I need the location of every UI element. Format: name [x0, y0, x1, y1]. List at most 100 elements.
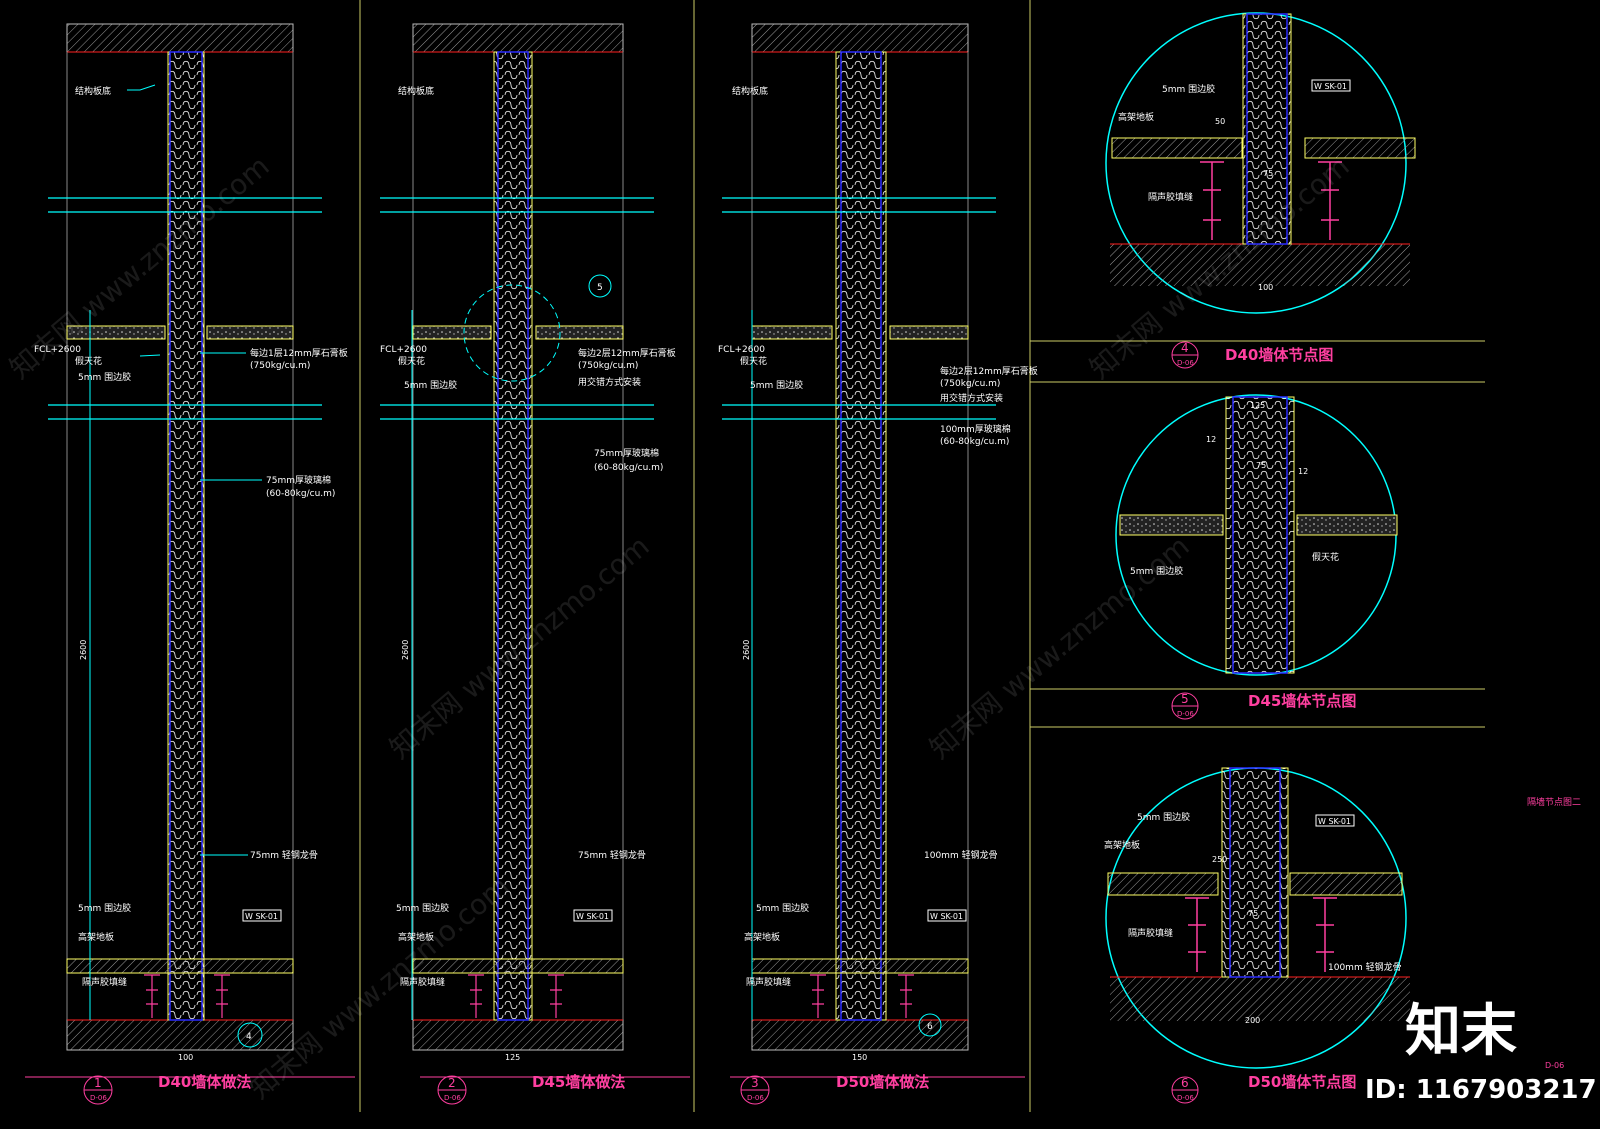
tag: W SK-01	[245, 912, 278, 921]
svg-text:隔声胶填缝: 隔声胶填缝	[400, 976, 445, 988]
svg-text:1: 1	[94, 1076, 102, 1090]
svg-text:D50墙体节点图: D50墙体节点图	[1248, 1073, 1356, 1091]
svg-text:100mm 轻钢龙骨: 100mm 轻钢龙骨	[1328, 961, 1402, 973]
section-panel-d45: 2600 125 5 结构板底 FCL+2600 假天花 5mm 围边胶 每边2…	[380, 23, 690, 1105]
svg-text:FCL+2600: FCL+2600	[380, 345, 427, 355]
label-wool: 75mm厚玻璃棉	[266, 474, 331, 486]
svg-text:W SK-01: W SK-01	[576, 912, 609, 921]
svg-text:D40墙体节点图: D40墙体节点图	[1225, 346, 1333, 364]
svg-text:D-06: D-06	[90, 1094, 107, 1102]
svg-text:2600: 2600	[401, 640, 410, 660]
detail-d45: 125 12 75 12 5mm 围边胶 假天花 5 D-06 D45墙体节点图	[1115, 394, 1398, 720]
svg-text:6: 6	[927, 1022, 933, 1032]
svg-text:W SK-01: W SK-01	[930, 912, 963, 921]
svg-text:5mm 围边胶: 5mm 围边胶	[1162, 83, 1215, 95]
svg-text:(60-80kg/cu.m): (60-80kg/cu.m)	[594, 463, 663, 473]
svg-text:100mm 轻钢龙骨: 100mm 轻钢龙骨	[924, 849, 998, 861]
svg-text:75: 75	[1263, 169, 1273, 178]
svg-text:100mm厚玻璃棉: 100mm厚玻璃棉	[940, 423, 1011, 435]
svg-text:5mm 围边胶: 5mm 围边胶	[750, 379, 803, 391]
width-dim: 100	[178, 1053, 193, 1062]
svg-text:D-06: D-06	[1177, 359, 1194, 367]
svg-text:结构板底: 结构板底	[398, 85, 434, 97]
svg-text:250: 250	[1212, 855, 1227, 864]
svg-text:假天花: 假天花	[398, 355, 425, 367]
svg-text:75mm厚玻璃棉: 75mm厚玻璃棉	[594, 447, 659, 459]
svg-text:12: 12	[1206, 435, 1216, 444]
section-panel-d50: 2600 150 6 结构板底 FCL+2600 假天花 5mm 围边胶 每边2…	[718, 23, 1038, 1105]
svg-text:D-06: D-06	[1177, 1094, 1194, 1102]
svg-text:隔声胶填缝: 隔声胶填缝	[1148, 191, 1193, 203]
slab-top	[66, 23, 294, 53]
svg-text:高架地板: 高架地板	[1104, 839, 1140, 851]
svg-text:5: 5	[597, 283, 603, 293]
svg-text:D-06: D-06	[444, 1094, 461, 1102]
svg-text:(60-80kg/cu.m): (60-80kg/cu.m)	[940, 437, 1009, 447]
section-panel-d40: 2600 100 4 结构板底 FCL+2600 假天花 5mm 围边胶 每边1…	[25, 23, 355, 1105]
detail-d50: 5mm 围边胶 高架地板 隔声胶填缝 100mm 轻钢龙骨 W SK-01 25…	[1104, 767, 1410, 1104]
side-note: 隔墙节点图二	[1527, 796, 1581, 808]
svg-text:4: 4	[1181, 341, 1189, 355]
svg-text:FCL+2600: FCL+2600	[718, 345, 765, 355]
svg-text:5mm 围边胶: 5mm 围边胶	[404, 379, 457, 391]
svg-text:3: 3	[751, 1076, 759, 1090]
height-dim: 2600	[79, 640, 88, 660]
svg-text:125: 125	[505, 1053, 520, 1062]
svg-text:知末网 www.znzmo.com: 知末网 www.znzmo.com	[243, 869, 515, 1105]
svg-text:用交错方式安装: 用交错方式安装	[578, 376, 641, 388]
svg-text:5mm 围边胶: 5mm 围边胶	[1130, 565, 1183, 577]
svg-text:D45墙体节点图: D45墙体节点图	[1248, 692, 1356, 710]
label-gap: 隔声胶填缝	[82, 976, 127, 988]
svg-text:D50墙体做法: D50墙体做法	[836, 1073, 929, 1091]
image-id: ID: 1167903217	[1365, 1075, 1597, 1105]
svg-text:12: 12	[1298, 467, 1308, 476]
svg-text:隔声胶填缝: 隔声胶填缝	[746, 976, 791, 988]
svg-text:用交错方式安装: 用交错方式安装	[940, 392, 1003, 404]
label-ceiling: 假天花	[75, 355, 102, 367]
svg-text:2: 2	[448, 1076, 456, 1090]
label-board: 结构板底	[75, 85, 111, 97]
svg-text:高架地板: 高架地板	[744, 931, 780, 943]
svg-text:每边2层12mm厚石膏板: 每边2层12mm厚石膏板	[578, 347, 676, 359]
svg-text:100: 100	[1258, 283, 1273, 292]
svg-text:每边2层12mm厚石膏板: 每边2层12mm厚石膏板	[940, 365, 1038, 377]
svg-text:75mm 轻钢龙骨: 75mm 轻钢龙骨	[578, 849, 646, 861]
svg-text:4: 4	[246, 1032, 252, 1042]
brand-logo: 知末	[1405, 999, 1517, 1064]
svg-text:2600: 2600	[742, 640, 751, 660]
corner-sheet: D-06	[1545, 1061, 1564, 1070]
svg-text:知末网 www.znzmo.com: 知末网 www.znzmo.com	[923, 529, 1195, 765]
svg-text:75: 75	[1248, 909, 1258, 918]
svg-text:D-06: D-06	[1177, 710, 1194, 718]
svg-text:高架地板: 高架地板	[398, 931, 434, 943]
label-gypsum-density: (750kg/cu.m)	[250, 361, 310, 371]
svg-text:结构板底: 结构板底	[732, 85, 768, 97]
svg-text:125: 125	[1250, 401, 1265, 410]
svg-text:6: 6	[1181, 1076, 1189, 1090]
svg-text:W SK-01: W SK-01	[1314, 82, 1347, 91]
svg-text:假天花: 假天花	[740, 355, 767, 367]
svg-text:150: 150	[852, 1053, 867, 1062]
svg-text:5mm 围边胶: 5mm 围边胶	[756, 902, 809, 914]
svg-text:50: 50	[1215, 117, 1225, 126]
svg-text:假天花: 假天花	[1312, 551, 1339, 563]
svg-text:5: 5	[1181, 692, 1189, 706]
label-sealant2: 5mm 围边胶	[78, 902, 131, 914]
label-fcl: FCL+2600	[34, 345, 81, 355]
svg-text:高架地板: 高架地板	[1118, 111, 1154, 123]
svg-text:隔声胶填缝: 隔声胶填缝	[1128, 927, 1173, 939]
svg-text:知末网 www.znzmo.com: 知末网 www.znzmo.com	[3, 149, 275, 385]
svg-text:200: 200	[1245, 1016, 1260, 1025]
label-keel: 75mm 轻钢龙骨	[250, 849, 318, 861]
detail-d40: 5mm 围边胶 高架地板 隔声胶填缝 W SK-01 50 75 100 4 D…	[1105, 12, 1416, 369]
svg-text:75: 75	[1256, 461, 1266, 470]
svg-text:(750kg/cu.m): (750kg/cu.m)	[940, 379, 1000, 389]
label-floor: 高架地板	[78, 931, 114, 943]
panel-dividers	[359, 0, 1485, 1112]
svg-text:D45墙体做法: D45墙体做法	[532, 1073, 625, 1091]
svg-text:5mm 围边胶: 5mm 围边胶	[1137, 811, 1190, 823]
svg-text:(750kg/cu.m): (750kg/cu.m)	[578, 361, 638, 371]
svg-text:5mm 围边胶: 5mm 围边胶	[396, 902, 449, 914]
svg-text:W SK-01: W SK-01	[1318, 817, 1351, 826]
